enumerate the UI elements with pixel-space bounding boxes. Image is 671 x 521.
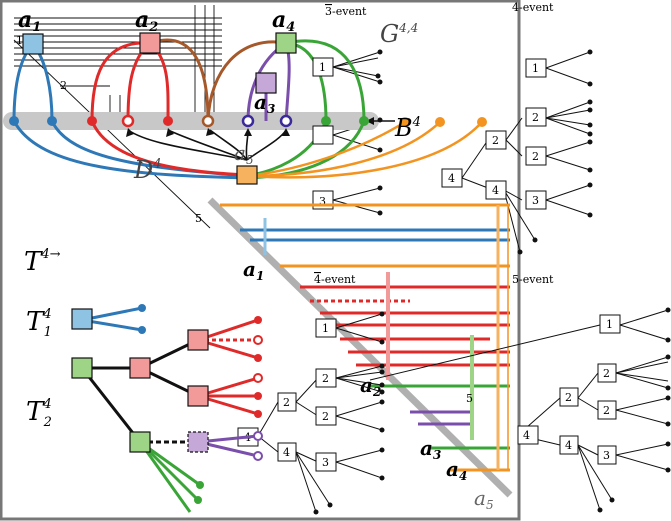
label-d4: D4 (133, 156, 162, 184)
svg-text:4: 4 (283, 446, 290, 459)
svg-text:2: 2 (603, 367, 610, 380)
blue-arcs (12, 42, 248, 180)
label-a4-mid: a4 (446, 457, 467, 483)
lower-middle-tree-leaves (313, 311, 385, 515)
label-g44: G4,4 (380, 20, 418, 48)
label-a1-mid: a1 (243, 257, 264, 283)
svg-text:2: 2 (492, 134, 499, 147)
dot-red-open (121, 114, 135, 128)
upper-tree-boxes (312, 57, 547, 210)
node-a5 (236, 165, 258, 185)
t2-node-red-1 (129, 357, 151, 379)
node-a2 (139, 32, 161, 54)
lower-right-tree-lines (369, 309, 669, 511)
t1-tree (71, 304, 146, 334)
event-5-right-label: 5-event (512, 273, 554, 286)
svg-text:3: 3 (603, 449, 610, 462)
label-a5: a5 (234, 141, 254, 167)
svg-text:1: 1 (606, 318, 613, 331)
svg-text:4: 4 (523, 429, 530, 442)
upper-tree-box-labels: 1 3 1 2 2 3 2 4 4 (319, 61, 539, 208)
dot-orange-3 (477, 117, 487, 127)
label-a2-mid: a2 (360, 373, 381, 399)
band-dots (9, 114, 487, 128)
node-a1 (22, 33, 44, 55)
right-top-tree-lines (332, 51, 591, 253)
dot-orange-1 (400, 117, 410, 127)
numeral-2: 2 (60, 79, 67, 92)
dot-green-1 (321, 116, 331, 126)
node-a4 (275, 32, 297, 54)
svg-text:2: 2 (603, 404, 610, 417)
brown-arcs (149, 38, 287, 122)
svg-text:1: 1 (322, 322, 329, 335)
t1-root-node (71, 308, 93, 330)
svg-text:2: 2 (283, 396, 290, 409)
svg-text:2: 2 (322, 410, 329, 423)
svg-text:2: 2 (532, 150, 539, 163)
dot-purple-open-2 (279, 114, 293, 128)
svg-text:2: 2 (532, 111, 539, 124)
lower-right-tree-leaves (597, 307, 671, 513)
t2-root-node (71, 357, 93, 379)
dot-green-2 (359, 116, 369, 126)
t2-node-purple (187, 431, 209, 453)
svg-text:3: 3 (319, 195, 326, 208)
middle-colored-lines (220, 203, 510, 472)
dot-blue-1 (9, 116, 19, 126)
label-a1: a1 (18, 7, 41, 35)
t2-node-green (129, 431, 151, 453)
svg-text:3: 3 (322, 456, 329, 469)
label-a5-mid: a5 (474, 486, 494, 512)
svg-text:3: 3 (532, 194, 539, 207)
t2-node-red-2 (187, 329, 209, 351)
dot-red-1 (87, 116, 97, 126)
dot-red-2 (163, 116, 173, 126)
numeral-1: 1 (16, 34, 23, 47)
dot-brown-open (201, 114, 215, 128)
svg-text:1: 1 (319, 61, 326, 74)
numeral-5: 5 (195, 212, 202, 225)
diagonal-separator (207, 197, 513, 498)
event-4-right-label: 4-event (512, 1, 554, 14)
outer-frame (0, 0, 521, 521)
event-4-label: 4-event (314, 273, 356, 286)
label-b4: B4 (394, 114, 421, 142)
lower-right-tree-boxes (517, 314, 621, 465)
upper-tree-leaves (375, 49, 593, 255)
svg-text:4: 4 (492, 184, 499, 197)
label-a2: a2 (135, 7, 158, 35)
dot-blue-2 (47, 116, 57, 126)
svg-text:2: 2 (322, 372, 329, 385)
arrowheads (126, 117, 374, 137)
lower-middle-tree-lines (257, 313, 383, 513)
numeral-5b: 5 (466, 392, 473, 405)
label-t-arrow: T4→ (24, 247, 61, 277)
dot-orange-2 (435, 117, 445, 127)
label-a4: a4 (272, 7, 295, 35)
t2-tree (71, 316, 263, 513)
svg-text:4: 4 (565, 439, 572, 452)
dot-purple-open-1 (241, 114, 255, 128)
svg-text:2: 2 (565, 391, 572, 404)
orange-arcs (246, 120, 483, 179)
node-a3 (255, 72, 277, 94)
label-a3: a3 (254, 90, 275, 116)
svg-text:4: 4 (448, 172, 455, 185)
t2-node-red-3 (187, 385, 209, 407)
event-3-label: 3-event (325, 5, 367, 18)
label-a3-mid: a3 (420, 436, 441, 462)
lower-right-tree-labels: 1 2 2 2 4 4 3 (523, 318, 613, 462)
svg-text:1: 1 (532, 62, 539, 75)
